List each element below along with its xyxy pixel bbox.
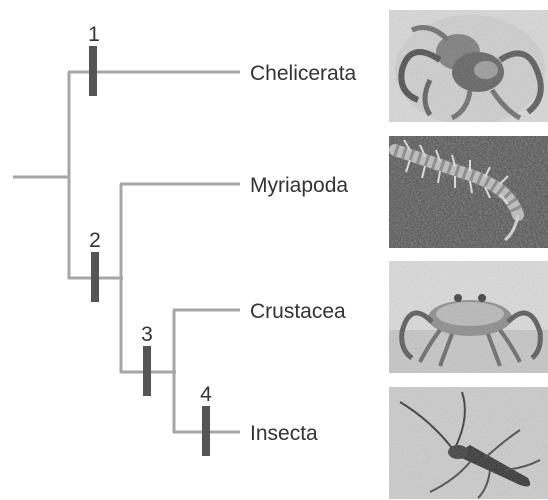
taxon-label-chelicerata: Chelicerata [250, 62, 357, 85]
marker-bar-3 [143, 346, 151, 396]
centipede-photo [389, 136, 548, 248]
taxon-label-insecta: Insecta [250, 422, 318, 445]
marker-label-2: 2 [89, 229, 101, 252]
marker-label-1: 1 [88, 23, 100, 46]
marker-bar-1 [89, 46, 97, 96]
beetle-photo [389, 387, 548, 499]
marker-bar-2 [91, 252, 99, 302]
taxon-label-crustacea: Crustacea [250, 300, 346, 323]
tree-branches [13, 72, 240, 433]
crab-photo [389, 261, 548, 373]
marker-label-3: 3 [141, 323, 153, 346]
marker-label-4: 4 [200, 383, 212, 406]
taxon-label-myriapoda: Myriapoda [250, 174, 348, 197]
spider-photo [389, 10, 548, 125]
taxon-labels: Chelicerata Myriapoda Crustacea Insecta [250, 62, 357, 445]
character-markers: 1 2 3 4 [88, 23, 212, 456]
marker-bar-4 [202, 406, 210, 456]
